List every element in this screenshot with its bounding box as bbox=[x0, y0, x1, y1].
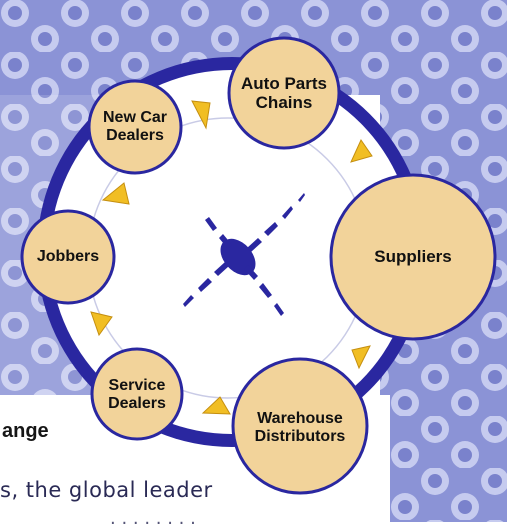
arrow-autoparts-to-suppliers bbox=[350, 138, 373, 163]
node-label-service-dealers: Service Dealers bbox=[108, 377, 166, 412]
node-auto-parts-chains bbox=[227, 36, 341, 150]
arrow-jobbers-to-newcar bbox=[101, 182, 130, 205]
flow-arrows bbox=[90, 100, 373, 415]
fragment-body-line-2: . . . . . . . . bbox=[110, 508, 196, 529]
node-warehouse-distributors bbox=[231, 357, 369, 495]
node-label-suppliers: Suppliers bbox=[374, 247, 452, 267]
node-label-jobbers: Jobbers bbox=[36, 248, 100, 266]
fragment-body-line: s, the global leader bbox=[0, 478, 213, 502]
arrow-service-to-jobbers bbox=[90, 311, 113, 337]
node-suppliers bbox=[329, 173, 497, 341]
node-new-car-dealers bbox=[87, 79, 183, 175]
nodes bbox=[20, 36, 497, 495]
node-label-warehouse-distributors: Warehouse Distributors bbox=[254, 410, 346, 445]
node-label-auto-parts-chains: Auto Parts Chains bbox=[241, 73, 327, 112]
fragment-heading: ange bbox=[2, 420, 49, 442]
node-label-new-car-dealers: New Car Dealers bbox=[102, 109, 168, 144]
arrow-warehouse-to-service bbox=[201, 396, 231, 415]
arrow-newcar-to-autoparts bbox=[191, 100, 211, 130]
node-jobbers bbox=[20, 209, 116, 305]
arrow-suppliers-to-warehouse bbox=[351, 345, 371, 370]
center-star-icon bbox=[183, 193, 305, 316]
node-service-dealers bbox=[90, 347, 184, 441]
